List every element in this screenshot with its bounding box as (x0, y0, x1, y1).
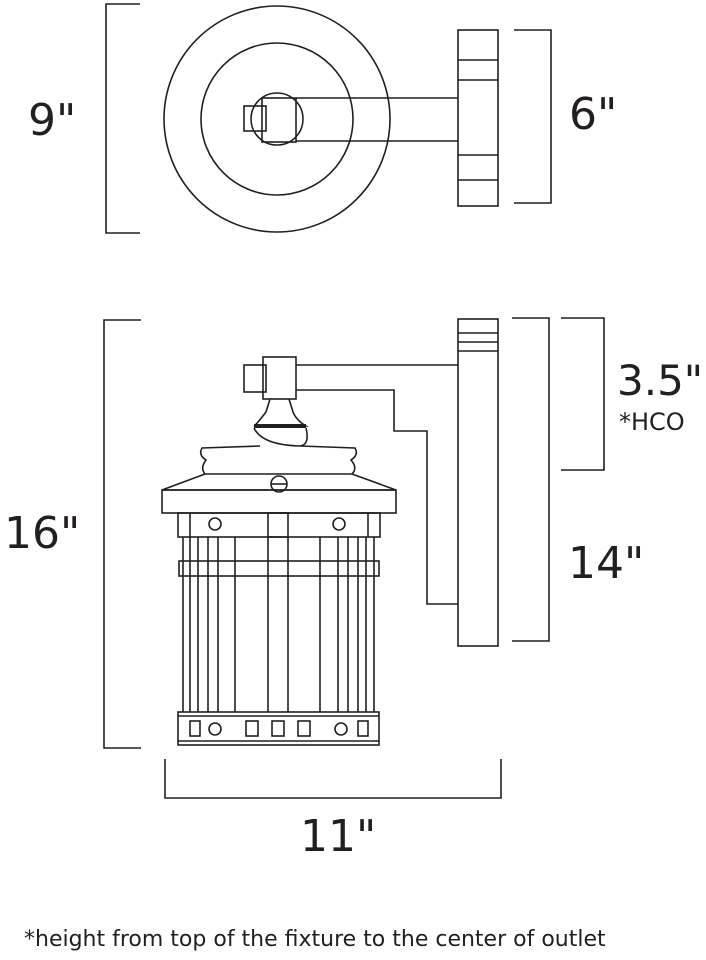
overall-height-label: 16" (4, 508, 81, 559)
arm-knob (243, 105, 267, 132)
lantern-bottom-band (177, 711, 380, 746)
top-height-bracket (105, 3, 140, 234)
hco-label: 3.5" (617, 356, 704, 405)
cage-rivet (208, 517, 222, 531)
backplate-top-view (457, 29, 499, 207)
arm-side-view (296, 364, 458, 605)
lantern-bars (182, 537, 375, 712)
width-bracket (164, 759, 502, 799)
bottom-band-cutouts (189, 720, 369, 737)
backplate-height-bracket (514, 29, 552, 204)
canopy-outer-circle (163, 5, 391, 233)
lantern-middle-band (178, 560, 380, 577)
arm-mount-circle (250, 92, 304, 146)
arm-collar (261, 97, 297, 143)
hco-note: *HCO (619, 408, 685, 436)
backplate-tall-label: 14" (568, 538, 645, 589)
cage-rivet (332, 517, 346, 531)
top-height-label: 9" (28, 95, 77, 146)
backplate-tall-bracket (512, 317, 550, 642)
cap-dome (199, 427, 358, 475)
footnote: *height from top of the fixture to the c… (24, 927, 606, 952)
cap-neck (253, 398, 309, 427)
hco-bracket (561, 317, 605, 471)
arm-collar-side (262, 356, 297, 400)
width-label: 11" (300, 811, 377, 862)
backplate-height-label: 6" (569, 89, 618, 140)
top-view (105, 3, 552, 234)
lantern-top-band (161, 489, 397, 514)
canopy-inner-circle (200, 42, 354, 196)
arm-knob-side (243, 364, 267, 393)
side-view (103, 317, 605, 799)
backplate-side-view (457, 318, 499, 647)
overall-height-bracket (103, 319, 141, 749)
